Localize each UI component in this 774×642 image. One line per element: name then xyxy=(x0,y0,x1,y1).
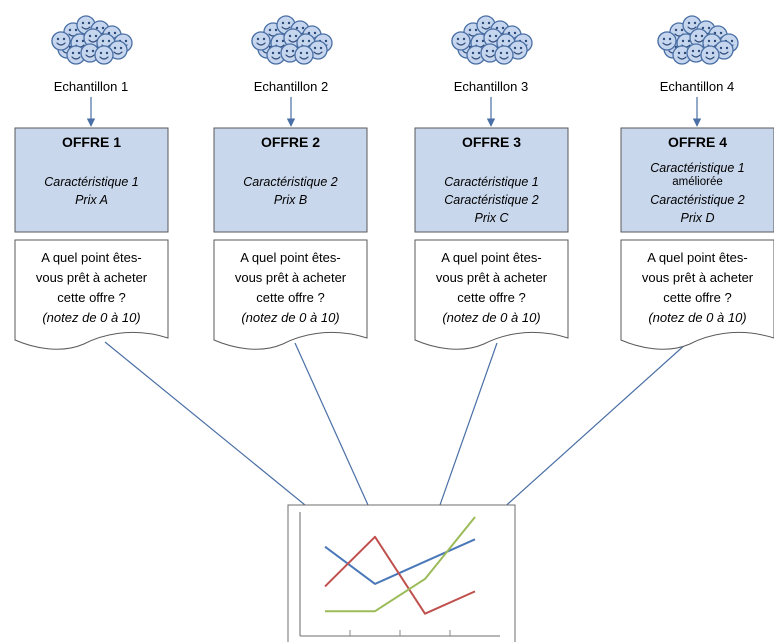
offer-title: OFFRE 4 xyxy=(668,134,727,150)
questionnaire-doc xyxy=(14,239,169,350)
question-line: cette offre ? xyxy=(57,290,125,305)
offer-title: OFFRE 1 xyxy=(62,134,121,150)
response-to-chart-arrow xyxy=(294,342,378,526)
offer-card: OFFRE 4 Caractéristique 1amélioréeCaracté… xyxy=(620,127,774,233)
smiley-crowd-icon xyxy=(251,15,333,65)
sample-label: Echantillon 2 xyxy=(254,79,328,94)
offer-feature: Prix C xyxy=(474,211,509,225)
question-line: vous prêt à acheter xyxy=(436,270,548,285)
rating-scale: (notez de 0 à 10) xyxy=(42,310,140,325)
sample-group: Echantillon 2 xyxy=(251,15,333,94)
sample-label: Echantillon 1 xyxy=(54,79,128,94)
rating-scale: (notez de 0 à 10) xyxy=(442,310,540,325)
offer-feature: Caractéristique 2 xyxy=(444,193,539,207)
offer-feature: améliorée xyxy=(672,176,723,188)
question-line: cette offre ? xyxy=(663,290,731,305)
smiley-crowd-icon xyxy=(657,15,739,65)
chart-series-line-2 xyxy=(324,535,476,615)
offer-feature: Caractéristique 1 xyxy=(44,175,139,189)
question-line: vous prêt à acheter xyxy=(642,270,754,285)
offer-box xyxy=(213,127,368,233)
question-line: A quel point êtes- xyxy=(41,250,141,265)
sample-group: Echantillon 4 xyxy=(657,15,739,94)
offer-feature: Caractéristique 1 xyxy=(444,175,539,189)
questionnaire-doc xyxy=(620,239,774,350)
offer-box xyxy=(414,127,569,233)
rating-scale: (notez de 0 à 10) xyxy=(241,310,339,325)
chart-series-line-3 xyxy=(325,516,476,613)
offer-title: OFFRE 3 xyxy=(462,134,521,150)
chart-frame xyxy=(287,504,516,642)
response-to-chart-arrow xyxy=(489,342,688,521)
offer-card: OFFRE 2 Caractéristique 2 Prix B xyxy=(213,127,368,233)
sample-group: Echantillon 1 xyxy=(51,15,133,94)
question-line: A quel point êtes- xyxy=(441,250,541,265)
chart-x-ticks xyxy=(349,630,451,636)
sample-group: Echantillon 3 xyxy=(451,15,533,94)
offers-row: OFFRE 1 Caractéristique 1 Prix A OFFRE 2 Car… xyxy=(14,127,774,233)
question-line: vous prêt à acheter xyxy=(235,270,347,285)
rating-scale: (notez de 0 à 10) xyxy=(648,310,746,325)
questionnaire-card: A quel point êtes-vous prêt à acheter cet… xyxy=(14,239,169,350)
offer-box xyxy=(620,127,774,233)
question-line: cette offre ? xyxy=(256,290,324,305)
questionnaire-card: A quel point êtes-vous prêt à acheter cet… xyxy=(213,239,368,350)
questionnaire-doc xyxy=(414,239,569,350)
chart-series-line-1 xyxy=(324,538,476,585)
offer-feature: Caractéristique 1 xyxy=(650,161,745,175)
chart-series-group xyxy=(324,516,476,615)
questionnaires-row: A quel point êtes-vous prêt à acheter cet… xyxy=(14,239,774,350)
offer-title: OFFRE 2 xyxy=(261,134,320,150)
questionnaire-card: A quel point êtes-vous prêt à acheter cet… xyxy=(620,239,774,350)
results-chart xyxy=(287,504,516,642)
offer-feature: Prix D xyxy=(680,211,714,225)
questionnaire-doc xyxy=(213,239,368,350)
offer-box xyxy=(14,127,169,233)
response-to-chart-arrow xyxy=(432,342,498,523)
sample-label: Echantillon 4 xyxy=(660,79,734,94)
offer-feature: Caractéristique 2 xyxy=(650,193,745,207)
offer-feature: Prix B xyxy=(274,193,307,207)
question-line: A quel point êtes- xyxy=(647,250,747,265)
question-line: vous prêt à acheter xyxy=(36,270,148,285)
questionnaire-card: A quel point êtes-vous prêt à acheter cet… xyxy=(414,239,569,350)
question-line: A quel point êtes- xyxy=(240,250,340,265)
offer-card: OFFRE 3 Caractéristique 1 Caractéristique … xyxy=(414,127,569,233)
smiley-crowd-icon xyxy=(451,15,533,65)
offer-feature: Caractéristique 2 xyxy=(243,175,338,189)
smiley-crowd-icon xyxy=(51,15,133,65)
response-to-chart-arrow xyxy=(104,341,333,528)
offer-card: OFFRE 1 Caractéristique 1 Prix A xyxy=(14,127,169,233)
sample-label: Echantillon 3 xyxy=(454,79,528,94)
question-line: cette offre ? xyxy=(457,290,525,305)
connectors xyxy=(86,97,702,528)
offer-feature: Prix A xyxy=(75,193,108,207)
samples-row: Echantillon 1 Echantillon 2 Echantillon 3 E… xyxy=(51,15,739,94)
